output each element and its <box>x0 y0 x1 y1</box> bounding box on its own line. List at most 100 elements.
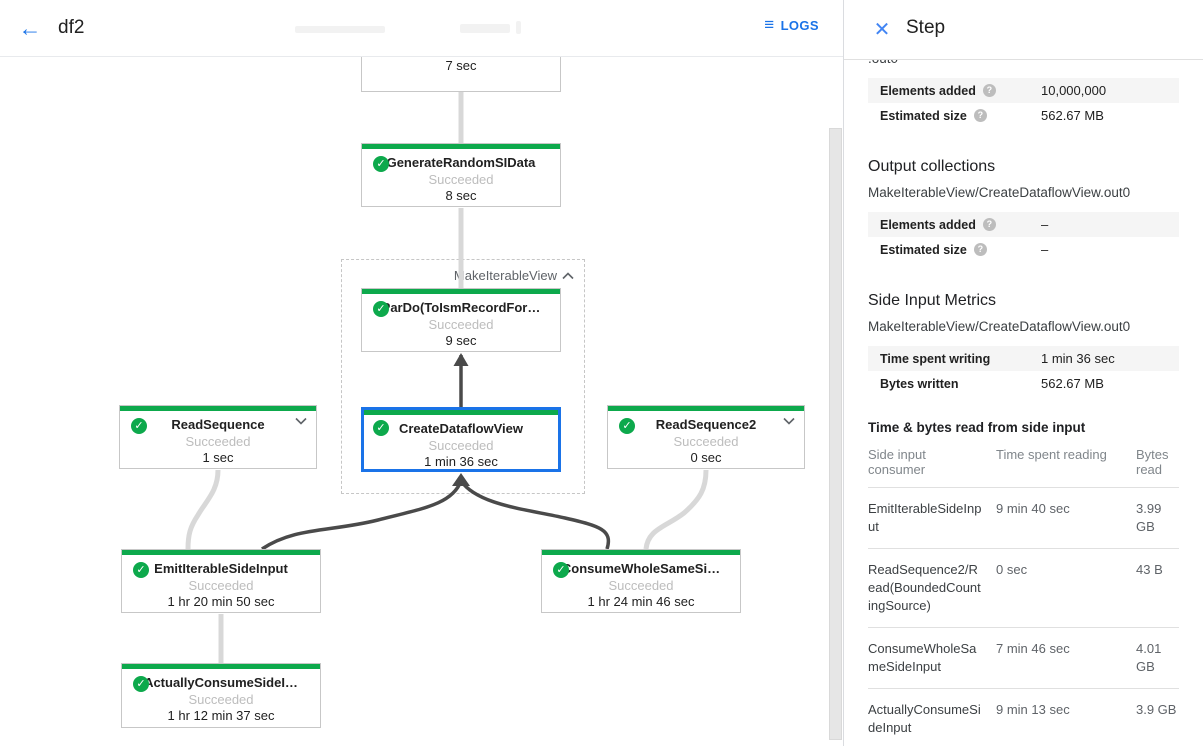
chevron-down-icon[interactable] <box>295 417 307 425</box>
metric-value: – <box>1041 217 1049 232</box>
graph-node-emit-iterable-side-input[interactable]: ✓ EmitIterableSideInput Succeeded 1 hr 2… <box>121 549 321 613</box>
metric-label: Estimated size? <box>880 243 987 257</box>
consumer-cell: ActuallyConsumeSideInput <box>868 702 981 735</box>
node-status: Succeeded <box>428 172 494 187</box>
success-check-icon: ✓ <box>373 156 389 172</box>
column-header: Bytes read <box>1136 447 1169 477</box>
blurred-text-remnant <box>295 26 385 33</box>
metric-value: 562.67 MB <box>1041 108 1104 123</box>
panel-body[interactable]: .out0 Elements added? 10,000,000 Estimat… <box>844 60 1203 746</box>
metric-row: Time spent writing 1 min 36 sec <box>868 346 1179 371</box>
blurred-text-remnant <box>460 24 510 33</box>
logs-button-label: LOGS <box>780 18 819 33</box>
node-status-bar <box>362 144 560 149</box>
output-collection-name: MakeIterableView/CreateDataflowView.out0 <box>868 185 1131 200</box>
metric-label: Bytes written <box>880 376 959 391</box>
success-check-icon: ✓ <box>133 562 149 578</box>
metric-row: Estimated size? 562.67 MB <box>868 103 1179 128</box>
metric-label: Time spent writing <box>880 351 991 366</box>
side-input-table: Side input consumer Time spent reading B… <box>868 439 1179 746</box>
graph-node-pardo-toismrecord[interactable]: ✓ ParDo(ToIsmRecordFor… Succeeded 9 sec <box>361 288 561 352</box>
job-graph-canvas[interactable]: MakeIterableView ✓ Succeeded 7 sec <box>0 57 843 746</box>
step-details-panel: ✕ Step .out0 Elements added? 10,000,000 … <box>843 0 1203 746</box>
node-duration: 1 hr 20 min 50 sec <box>167 594 275 609</box>
node-duration: 1 sec <box>202 450 234 465</box>
metric-row: Elements added? – <box>868 212 1179 237</box>
metric-label: Elements added? <box>880 218 996 232</box>
node-name: ConsumeWholeSameSi… <box>561 561 721 576</box>
metric-value: – <box>1041 242 1049 257</box>
column-header: Side input consumer <box>868 447 926 477</box>
canvas-scrollbar-thumb[interactable] <box>829 128 842 740</box>
node-name: ReadSequence2 <box>655 417 757 432</box>
help-icon[interactable]: ? <box>982 218 996 231</box>
toolbar: ← df2 ≡ LOGS <box>0 0 843 57</box>
logs-list-icon: ≡ <box>764 15 775 34</box>
node-status-bar <box>364 410 558 415</box>
chevron-up-icon <box>562 271 574 279</box>
output-collections-heading: Output collections <box>868 158 996 175</box>
back-arrow-icon[interactable]: ← <box>18 15 42 41</box>
success-check-icon: ✓ <box>373 301 389 317</box>
node-status: Succeeded <box>188 578 254 593</box>
bytes-cell: 3.9 GB <box>1136 702 1177 717</box>
group-collapse-toggle[interactable]: MakeIterableView <box>454 268 574 283</box>
side-input-collection-name: MakeIterableView/CreateDataflowView.out0 <box>868 319 1131 334</box>
graph-node-clipped-top[interactable]: ✓ Succeeded 7 sec <box>361 57 561 92</box>
node-status-bar <box>608 406 804 411</box>
node-duration: 1 hr 24 min 46 sec <box>587 594 695 609</box>
metric-value: 10,000,000 <box>1041 83 1107 98</box>
node-name: ParDo(ToIsmRecordFor… <box>381 300 541 315</box>
job-title: df2 <box>58 17 85 38</box>
help-icon[interactable]: ? <box>973 109 987 122</box>
node-duration: 1 hr 12 min 37 sec <box>167 708 275 723</box>
panel-header: ✕ Step <box>844 0 1203 60</box>
output-metrics-group: Elements added? – Estimated size? – <box>868 212 1179 262</box>
node-duration: 7 sec <box>445 58 477 73</box>
metric-row: Elements added? 10,000,000 <box>868 78 1179 103</box>
graph-node-create-dataflow-view-selected[interactable]: ✓ CreateDataflowView Succeeded 1 min 36 … <box>361 407 561 472</box>
table-row: ReadSequence2/Read(BoundedCountingSource… <box>868 549 1179 628</box>
logs-button[interactable]: ≡ LOGS <box>764 15 819 34</box>
chevron-down-icon[interactable] <box>783 417 795 425</box>
side-input-metrics-group: Time spent writing 1 min 36 sec Bytes wr… <box>868 346 1179 396</box>
clipped-collection-text: .out0 <box>868 60 1179 66</box>
success-check-icon: ✓ <box>553 562 569 578</box>
node-status-bar <box>362 289 560 294</box>
node-status-bar <box>542 550 740 555</box>
node-name: ReadSequence <box>171 417 265 432</box>
node-status-bar <box>122 664 320 669</box>
time-cell: 9 min 40 sec <box>996 501 1070 516</box>
node-duration: 0 sec <box>690 450 722 465</box>
graph-node-actually-consume-side-input[interactable]: ✓ ActuallyConsumeSideI… Succeeded 1 hr 1… <box>121 663 321 728</box>
metric-row: Estimated size? – <box>868 237 1179 262</box>
panel-title: Step <box>906 17 946 38</box>
help-icon[interactable]: ? <box>982 84 996 97</box>
node-name: GenerateRandomSIData <box>386 155 536 170</box>
column-header: Time spent reading <box>996 447 1107 462</box>
graph-node-generate-random-si-data[interactable]: ✓ GenerateRandomSIData Succeeded 8 sec <box>361 143 561 207</box>
graph-node-read-sequence2[interactable]: ✓ ReadSequence2 Succeeded 0 sec <box>607 405 805 469</box>
help-icon[interactable]: ? <box>973 243 987 256</box>
node-status: Succeeded <box>185 434 251 449</box>
side-input-table-heading: Time & bytes read from side input <box>868 420 1086 435</box>
graph-node-consume-whole-same-side-input[interactable]: ✓ ConsumeWholeSameSi… Succeeded 1 hr 24 … <box>541 549 741 613</box>
metric-label: Elements added? <box>880 84 996 98</box>
node-duration: 8 sec <box>445 188 477 203</box>
success-check-icon: ✓ <box>373 420 389 436</box>
node-status-bar <box>122 550 320 555</box>
node-status-bar <box>120 406 316 411</box>
success-check-icon: ✓ <box>619 418 635 434</box>
node-status: Succeeded <box>673 434 739 449</box>
success-check-icon: ✓ <box>133 676 149 692</box>
table-row: ActuallyConsumeSideInput 9 min 13 sec 3.… <box>868 689 1179 746</box>
metric-value: 562.67 MB <box>1041 376 1104 391</box>
side-input-metrics-heading: Side Input Metrics <box>868 292 997 309</box>
node-duration: 9 sec <box>445 333 477 348</box>
close-icon[interactable]: ✕ <box>873 19 891 41</box>
bytes-cell: 3.99 GB <box>1136 501 1162 534</box>
node-name: CreateDataflowView <box>398 421 524 436</box>
time-cell: 0 sec <box>996 562 1028 577</box>
graph-node-read-sequence[interactable]: ✓ ReadSequence Succeeded 1 sec <box>119 405 317 469</box>
